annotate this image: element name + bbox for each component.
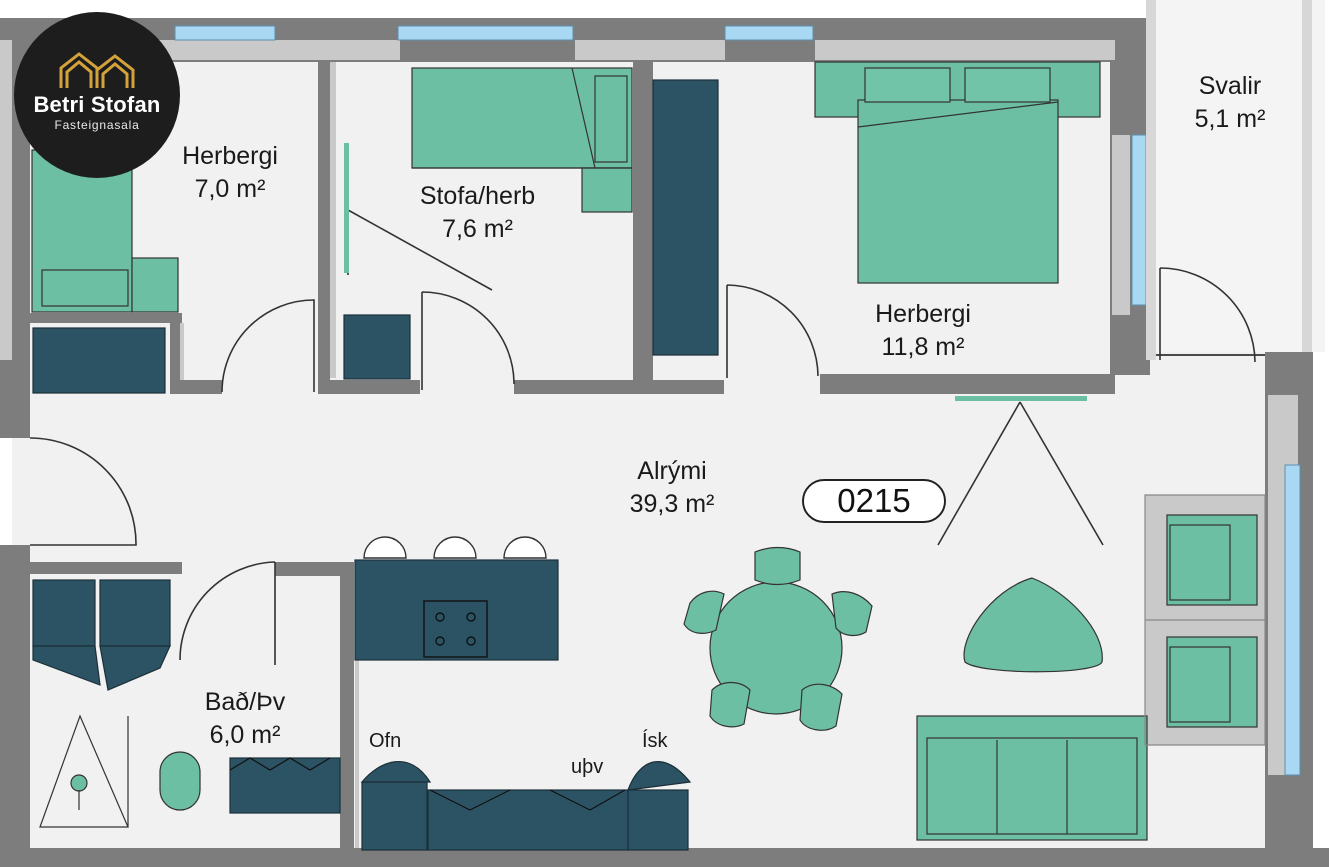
room-label-herbergi-large: Herbergi 11,8 m² <box>843 298 1003 364</box>
company-logo: Betri Stofan Fasteignasala <box>14 12 180 178</box>
windows <box>174 25 1301 776</box>
bathroom-fixtures <box>229 757 626 811</box>
room-name: Herbergi <box>875 300 971 328</box>
cooktop <box>423 600 488 658</box>
interior-walls <box>12 60 1115 852</box>
room-label-alrymi: Alrými 39,3 m² <box>592 455 752 521</box>
furniture-details <box>39 67 1266 835</box>
appliance-label-ofn: Ofn <box>369 730 402 752</box>
room-label-bad: Bað/Þv 6,0 m² <box>165 686 325 752</box>
room-name: Stofa/herb <box>419 182 536 210</box>
dining-chairs <box>683 546 873 731</box>
furniture-dark <box>32 79 719 851</box>
room-area: 7,6 m² <box>442 215 513 243</box>
room-label-svalir: Svalir 5,1 m² <box>1160 70 1300 136</box>
room-area: 11,8 m² <box>881 333 965 361</box>
appliance-label-isk: Ísk <box>642 730 668 752</box>
room-area: 7,0 m² <box>194 175 266 203</box>
room-name: Alrými <box>637 457 707 485</box>
sliding-door-panels <box>344 143 1087 401</box>
logo-subtitle: Fasteignasala <box>54 118 140 132</box>
balcony-edge <box>1146 0 1156 360</box>
furniture-green <box>31 61 1258 841</box>
buildings-icon <box>59 52 135 88</box>
room-name: Bað/Þv <box>204 688 286 716</box>
room-name: Svalir <box>1198 72 1262 100</box>
appliance-label-uthv: uþv <box>571 756 604 778</box>
logo-name: Betri Stofan <box>33 92 161 117</box>
bar-stools <box>363 536 547 559</box>
room-name: Herbergi <box>182 142 278 170</box>
room-label-herbergi-small: Herbergi 7,0 m² <box>150 140 310 206</box>
room-area: 5,1 m² <box>1194 105 1266 133</box>
room-label-stofa: Stofa/herb 7,6 m² <box>390 180 565 246</box>
balcony-rail <box>1302 0 1312 352</box>
balcony-floor <box>1150 0 1325 352</box>
interior-wall-inner <box>180 62 359 848</box>
unit-number-badge: 0215 <box>802 479 946 523</box>
room-area: 6,0 m² <box>209 721 281 749</box>
room-area: 39,3 m² <box>629 490 715 518</box>
